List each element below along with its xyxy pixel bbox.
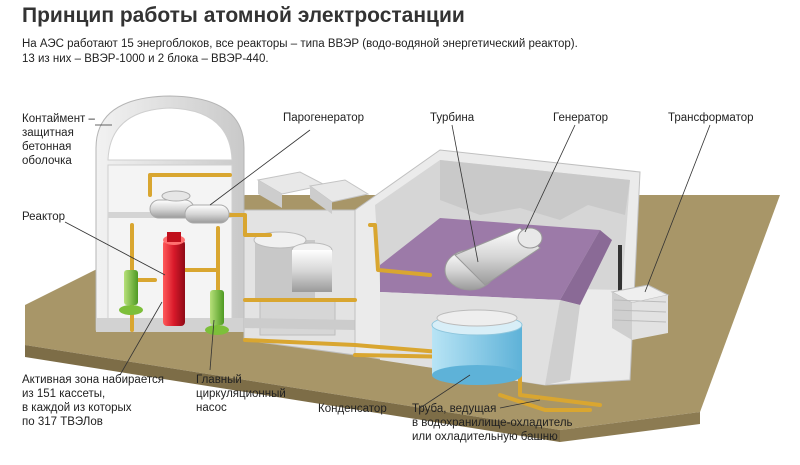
subtitle-line-1: На АЭС работают 15 энергоблоков, все реа…: [22, 38, 578, 50]
condenser: [431, 309, 523, 385]
transformer: [610, 284, 670, 340]
steam-generators: [149, 190, 230, 224]
turbine-generator: [444, 227, 543, 291]
condenser-label: Конденсатор: [318, 403, 387, 415]
reactor-vessel: [163, 232, 185, 326]
pipes: [130, 173, 602, 412]
steam-generator-label: Парогенератор: [283, 112, 365, 124]
transformer-label: Трансформатор: [668, 112, 754, 124]
auxiliary-hall: [243, 171, 370, 356]
generator-label: Генератор: [553, 112, 609, 124]
turbine-label: Турбина: [430, 112, 475, 124]
reactor-label: Реактор: [22, 211, 66, 223]
circulation-pumps: [119, 270, 229, 335]
page-title: Принцип работы атомной электростанции: [22, 4, 465, 27]
subtitle-line-2: 13 из них – ВВЭР-1000 и 2 блока – ВВЭР-4…: [22, 53, 269, 65]
leader-lines: [64, 124, 711, 409]
